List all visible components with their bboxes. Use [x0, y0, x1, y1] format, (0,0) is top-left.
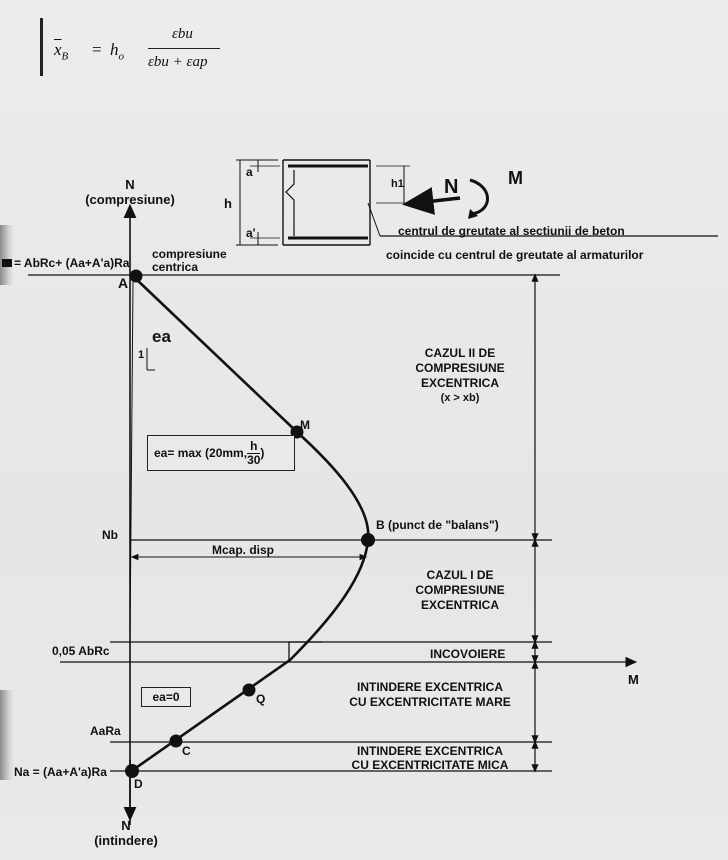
section-note-2: coincide cu centrul de greutate al armat…: [386, 248, 644, 262]
formula-fraction-line: [148, 48, 220, 49]
point-a: [129, 269, 143, 283]
section-note-1: centrul de greutate al sectiunii de beto…: [398, 224, 625, 238]
point-c: [169, 734, 183, 748]
m-axis-label: M: [628, 672, 639, 687]
formula-denominator: εbu + εap: [148, 54, 208, 70]
label-n0: = AbRc+ (Aa+A'a)Ra: [2, 256, 129, 270]
formula-h: ho: [110, 40, 124, 63]
point-a-label: A: [118, 275, 129, 291]
point-c-label: C: [182, 744, 191, 758]
n-axis-bottom-label: N (intindere): [94, 818, 158, 848]
scan-edge-shadow: [0, 690, 14, 780]
zone-incovoiere: INCOVOIERE: [430, 647, 506, 661]
point-b-label: B (punct de "balans"): [376, 518, 499, 532]
mcap-label: Mcap. disp: [212, 543, 275, 557]
point-d-label: D: [134, 777, 143, 791]
label-aara: AaRa: [90, 724, 121, 738]
section-a-label: a: [246, 165, 253, 179]
point-m-label: M: [300, 418, 310, 432]
n-axis-label: N (compresiune): [85, 177, 175, 207]
point-q: [242, 683, 256, 697]
section-h-label: h: [224, 196, 232, 211]
ea-label: ea: [152, 327, 171, 346]
label-005: 0,05 AbRc: [52, 644, 110, 658]
point-q-label: Q: [256, 692, 266, 706]
section-n-label: N: [444, 176, 459, 198]
section-h1-label: h1: [391, 178, 404, 190]
slope-one-label: 1: [138, 349, 145, 361]
balanced-depth-formula: xB = ho εbu εbu + εap: [40, 12, 300, 82]
formula-equals: =: [92, 40, 102, 59]
zone-caz2: CAZUL II DE COMPRESIUNE EXCENTRICA (x > …: [415, 346, 505, 404]
label-nb: Nb: [102, 528, 118, 542]
eccentricity-line: [129, 281, 134, 641]
point-b: [361, 533, 375, 547]
ea-zero-box: ea=0: [141, 687, 191, 707]
label-n0-mark: [2, 259, 12, 267]
zone-ie-mare: INTINDERE EXCENTRICA CU EXCENTRICITATE M…: [349, 680, 511, 709]
section-a-prime-label: a': [246, 226, 256, 240]
formula-numerator: εbu: [172, 26, 193, 42]
section-m-label: M: [508, 168, 523, 188]
formula-lhs: xB: [54, 40, 69, 63]
zone-ie-mica: INTINDERE EXCENTRICA CU EXCENTRICITATE M…: [351, 744, 509, 772]
label-nt: Na = (Aa+A'a)Ra: [14, 765, 107, 779]
zone-caz1: CAZUL I DE COMPRESIUNE EXCENTRICA: [415, 568, 505, 612]
scan-edge-shadow: [0, 225, 14, 285]
compresiune-centrica-label: compresiune centrica: [152, 247, 227, 274]
right-angle-mark: [288, 641, 322, 662]
section-sketch: [236, 159, 718, 246]
point-d: [125, 764, 139, 778]
margin-bar: [40, 18, 43, 76]
